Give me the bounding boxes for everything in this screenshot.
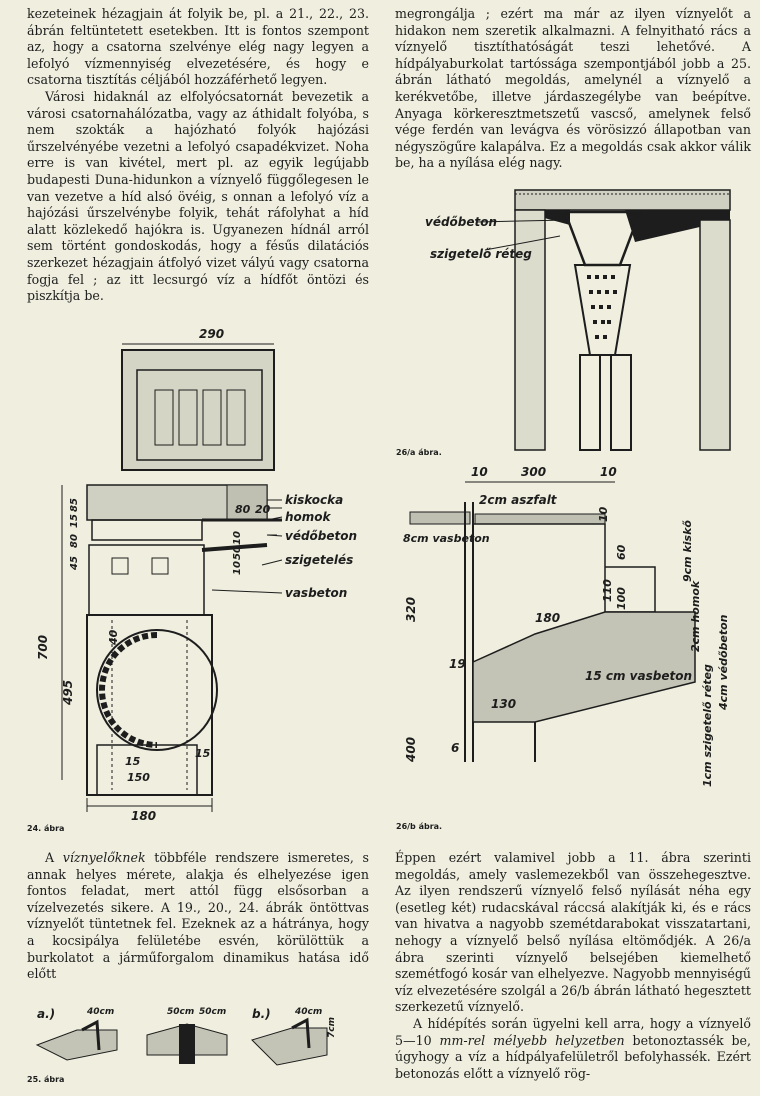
label-szigeteles: szigetelés xyxy=(285,553,353,567)
paragraph: megrongálja ; ezért ma már az ilyen vízn… xyxy=(395,6,751,171)
label-1cm-szigetelo: 1cm szigetelő réteg xyxy=(701,664,714,787)
term-viznyelok: víznyelőknek xyxy=(62,850,146,865)
dim-6: 6 xyxy=(451,741,459,755)
paragraph: A víznyelőknek többféle rendszere ismere… xyxy=(27,850,369,982)
left-top-text: kezeteinek hézagjain át folyik be, pl. a… xyxy=(27,6,369,305)
dim-180: 150 xyxy=(127,771,150,784)
dim-700: 700 xyxy=(36,635,50,660)
dim-320: 320 xyxy=(404,597,418,622)
label-2cm-aszfalt: 2cm aszfalt xyxy=(479,493,558,507)
figure-caption: 24. ábra xyxy=(27,824,65,833)
label-4cm-vedobeton: 4cm védőbeton xyxy=(717,614,730,711)
dim-150: 15 xyxy=(125,755,141,768)
label-vasbeton: vasbeton xyxy=(285,586,347,600)
dim-130: 130 xyxy=(491,697,516,711)
dim-85: 85 xyxy=(69,498,80,512)
dim-240: 180 xyxy=(131,809,156,823)
dim-80: 80 xyxy=(69,534,80,548)
right-bottom-text: Éppen ezért valamivel jobb a 11. ábra sz… xyxy=(395,850,751,1082)
dim-10b: 10 xyxy=(600,465,617,479)
label-15cm-vasbeton: 15 cm vasbeton xyxy=(585,669,692,683)
part-b: b.) xyxy=(252,1007,271,1021)
label-9cm-kisko: 9cm kiskő xyxy=(681,520,694,582)
right-top-text: megrongálja ; ezért ma már az ilyen vízn… xyxy=(395,6,751,172)
dim-40: 40 xyxy=(107,629,120,646)
dim-15: 15 xyxy=(69,514,80,528)
label-vedobeton: védőbeton xyxy=(425,215,497,229)
dim-495: 495 xyxy=(61,680,75,706)
paragraph: A hídépítés során ügyelni kell arra, hog… xyxy=(395,1015,752,1081)
figure-24: 290 200 45 80 15 85 700 495 40 80 20 10 … xyxy=(36,327,357,823)
label-vedobeton: védőbeton xyxy=(285,529,357,543)
dim-50cm-1: 50cm xyxy=(167,1007,194,1017)
dim-300: 300 xyxy=(521,465,546,479)
label-2cm-homok: 2cm homok xyxy=(689,580,702,652)
figure-26b: 10 300 10 10 60 110 100 320 180 19 130 4… xyxy=(403,465,730,787)
dim-15b: 15 xyxy=(195,747,211,760)
label-kiskocka: kiskocka xyxy=(285,493,343,507)
paragraph: Éppen ezért valamivel jobb a 11. ábra sz… xyxy=(395,850,751,1015)
paragraph: Városi hidaknál az elfolyócsatornát beve… xyxy=(27,88,369,304)
dim-100: 100 xyxy=(615,587,628,610)
dim-290: 290 xyxy=(199,327,224,341)
dim-80b: 80 xyxy=(235,503,251,516)
dim-110: 110 xyxy=(601,579,614,602)
dim-50: 50 xyxy=(232,546,243,560)
dim-10a: 10 xyxy=(471,465,488,479)
dim-10b: 10 xyxy=(232,561,243,575)
dim-60: 60 xyxy=(615,544,628,560)
label-homok: homok xyxy=(285,510,332,524)
dim-45: 45 xyxy=(69,556,80,571)
dim-180: 180 xyxy=(535,611,560,625)
dim-7cm: 7cm xyxy=(327,1017,337,1038)
left-bottom-text: A víznyelőknek többféle rendszere ismere… xyxy=(27,850,369,983)
figure-caption: 26/b ábra. xyxy=(396,822,443,831)
dim-10: 10 xyxy=(232,531,243,545)
dim-40cm-b: 40cm xyxy=(294,1007,322,1017)
paragraph: kezeteinek hézagjain át folyik be, pl. a… xyxy=(27,6,369,88)
dim-40cm-a: 40cm xyxy=(86,1007,114,1017)
figure-26a: védőbeton szigetelő réteg xyxy=(425,189,731,451)
figure-25: a.) 40cm 50cm 50cm b.) 40cm 7cm xyxy=(35,1007,337,1066)
part-a: a.) xyxy=(37,1007,55,1021)
figure-caption: 25. ábra xyxy=(27,1075,65,1084)
dim-10c: 10 xyxy=(597,506,610,522)
dim-400: 400 xyxy=(404,737,418,763)
figure-caption: 26/a ábra. xyxy=(396,448,442,457)
label-szigetelo-reteg: szigetelő réteg xyxy=(430,247,532,261)
dim-20: 20 xyxy=(255,503,271,516)
emphasis: mm-rel mélyebb helyzetben xyxy=(439,1032,625,1048)
label-8cm-vasbeton: 8cm vasbeton xyxy=(403,532,490,545)
dim-19: 19 xyxy=(449,657,466,671)
dim-50cm-2: 50cm xyxy=(199,1007,226,1017)
